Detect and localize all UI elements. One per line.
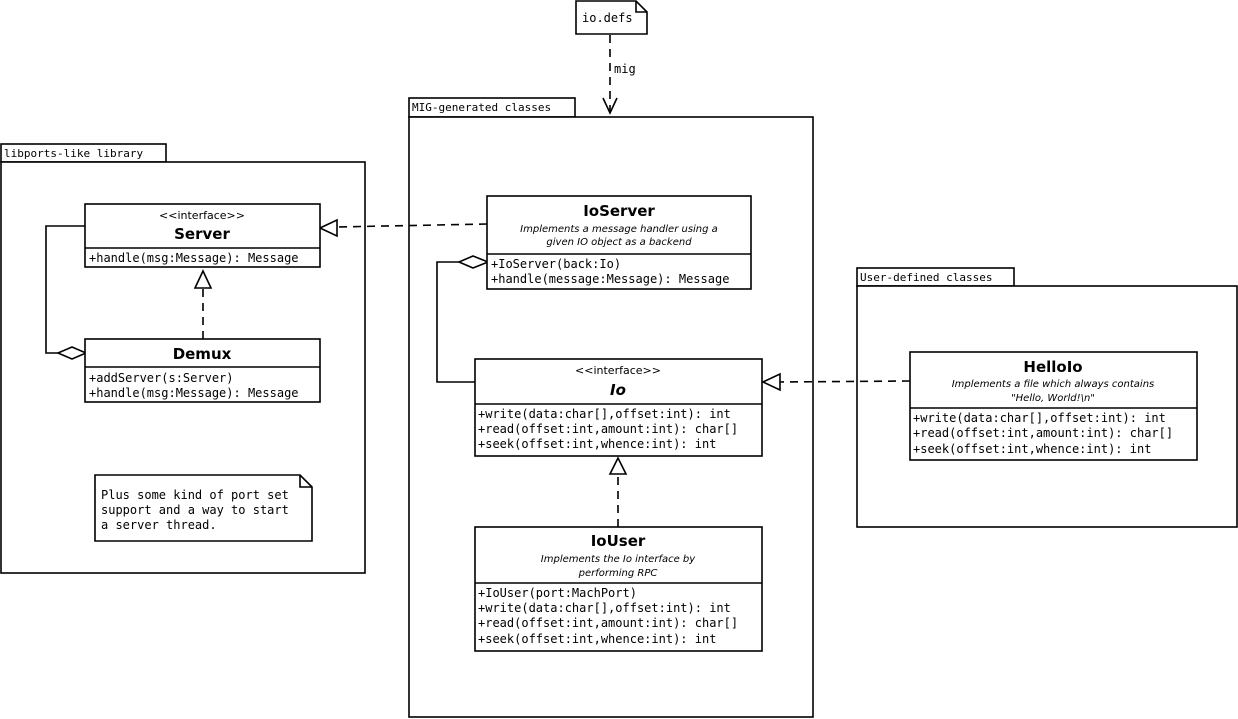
class-member: +write(data:char[],offset:int): int (478, 601, 731, 615)
class-iouser-description: performing RPC (578, 568, 658, 579)
class-helloio-description: "Hello, World!\n" (1011, 393, 1095, 404)
edge-mig-dependency: mig (602, 35, 636, 115)
class-iouser-name: IoUser (591, 532, 646, 550)
note-plus-line: a server thread. (101, 518, 217, 532)
edge-ioserver-realizes-server (318, 218, 488, 238)
note-plus-line: support and a way to start (101, 503, 289, 517)
class-member: +handle(msg:Message): Message (89, 386, 299, 400)
class-member: +read(offset:int,amount:int): char[] (913, 426, 1173, 440)
class-member: +seek(offset:int,whence:int): int (478, 632, 716, 646)
class-io-name: Io (610, 381, 626, 399)
class-server-stereotype: <<interface>> (159, 209, 245, 222)
class-member: +read(offset:int,amount:int): char[] (478, 616, 738, 630)
edge-mig-label: mig (614, 62, 636, 76)
class-ioserver-description: given IO object as a backend (546, 237, 692, 248)
package-libports-label: libports-like library (4, 147, 143, 160)
class-member: +handle(msg:Message): Message (89, 251, 299, 265)
class-member: +seek(offset:int,whence:int): int (913, 442, 1151, 456)
class-iouser: IoUser Implements the Io interface by pe… (474, 526, 763, 652)
class-member: +IoUser(port:MachPort) (478, 586, 637, 600)
class-server: <<interface>> Server +handle(msg:Message… (84, 203, 321, 268)
edge-demux-realizes-server (193, 269, 213, 339)
class-member: +addServer(s:Server) (89, 371, 234, 385)
edge-iouser-realizes-io (608, 456, 628, 527)
class-io: <<interface>> Io +write(data:char[],offs… (474, 358, 763, 457)
note-plus: Plus some kind of port set support and a… (94, 474, 313, 542)
class-member: +handle(message:Message): Message (491, 272, 729, 286)
class-io-stereotype: <<interface>> (575, 364, 661, 377)
class-helloio-name: HelloIo (1023, 358, 1082, 376)
package-user-label: User-defined classes (860, 271, 992, 284)
class-ioserver: IoServer Implements a message handler us… (486, 195, 752, 290)
class-member: +write(data:char[],offset:int): int (478, 407, 731, 421)
class-iouser-description: Implements the Io interface by (541, 554, 696, 565)
class-demux-name: Demux (173, 345, 232, 363)
class-ioserver-name: IoServer (583, 202, 655, 220)
class-member: +IoServer(back:Io) (491, 257, 621, 271)
class-ioserver-description: Implements a message handler using a (520, 224, 718, 235)
note-iodefs-text: io.defs (582, 11, 633, 25)
class-demux: Demux +addServer(s:Server) +handle(msg:M… (84, 338, 321, 403)
class-helloio: HelloIo Implements a file which always c… (909, 351, 1198, 461)
class-helloio-description: Implements a file which always contains (952, 379, 1155, 390)
class-member: +seek(offset:int,whence:int): int (478, 437, 716, 451)
class-member: +write(data:char[],offset:int): int (913, 411, 1166, 425)
package-mig-label: MIG-generated classes (412, 101, 551, 114)
note-plus-line: Plus some kind of port set (101, 488, 289, 502)
class-member: +read(offset:int,amount:int): char[] (478, 422, 738, 436)
note-iodefs: io.defs (575, 0, 648, 35)
class-server-name: Server (174, 225, 230, 243)
edge-helloio-realizes-io (761, 372, 911, 392)
